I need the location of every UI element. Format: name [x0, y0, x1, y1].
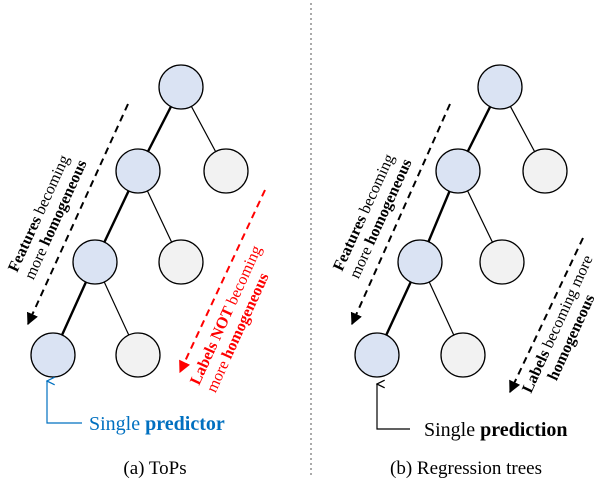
side-node [522, 148, 568, 194]
side-node [158, 239, 204, 285]
features-arrow [27, 103, 129, 326]
leaf-node [354, 332, 400, 378]
caption-regression: (b) Regression trees [390, 458, 542, 479]
labels-arrow [509, 237, 584, 394]
tops-panel: Features becoming more homogeneous Label… [5, 64, 273, 479]
tops-tree [30, 64, 249, 378]
side-node [115, 332, 161, 378]
side-node [203, 148, 249, 194]
features-arrow [350, 103, 451, 326]
root-node [158, 64, 204, 110]
regression-tree [354, 64, 568, 378]
single-prediction-label: Single prediction [424, 419, 568, 441]
leaf-node [30, 332, 76, 378]
root-node [477, 64, 523, 110]
predictor-pointer [47, 381, 82, 424]
path-node [435, 148, 481, 194]
path-node [397, 239, 443, 285]
path-node [115, 148, 161, 194]
path-node [72, 239, 118, 285]
prediction-pointer [377, 384, 410, 430]
side-node [479, 239, 525, 285]
side-node [440, 332, 486, 378]
labels-annotation: Labels becoming more homogeneous [519, 249, 602, 403]
labels-arrow [179, 189, 266, 374]
single-predictor-label: Single predictor [89, 413, 225, 435]
regression-panel: Features becoming more homogeneous Label… [330, 64, 602, 479]
caption-tops: (a) ToPs [123, 458, 186, 479]
